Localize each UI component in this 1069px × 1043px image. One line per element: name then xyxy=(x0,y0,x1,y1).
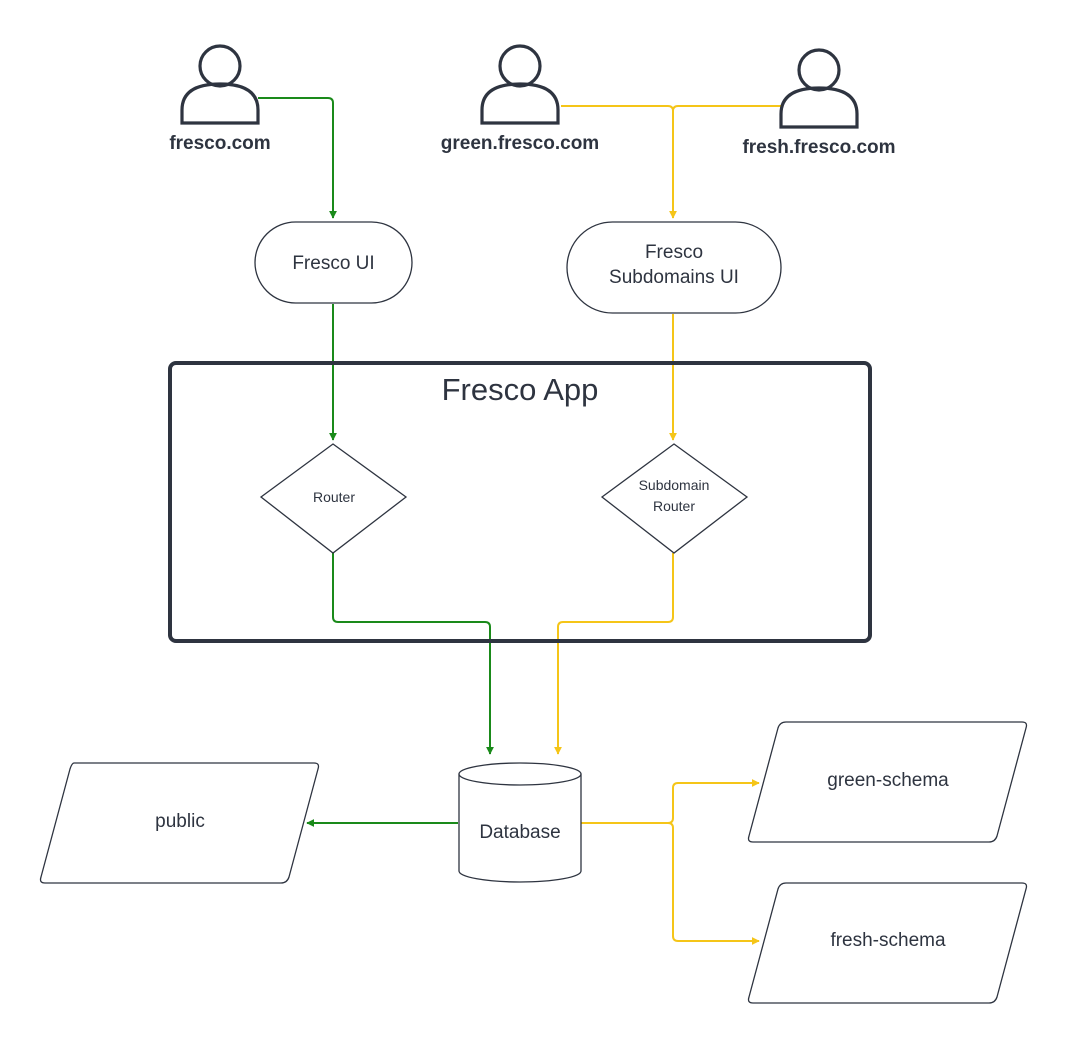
user-icon xyxy=(180,44,260,125)
fresh-schema-label: fresh-schema xyxy=(830,930,946,951)
subdomain-router-node: Subdomain Router xyxy=(600,443,749,554)
connector-database-to-fresh-schema xyxy=(667,822,760,945)
user-icon xyxy=(480,44,560,125)
database-node: Database xyxy=(458,762,582,883)
connector-green-user-branch xyxy=(561,105,674,112)
subdomain-router-label-line2: Router xyxy=(653,498,695,514)
user-icon xyxy=(779,48,859,129)
green-schema-label: green-schema xyxy=(827,770,949,791)
user-label-fresh: fresh.fresco.com xyxy=(742,137,895,158)
green-schema-node: green-schema xyxy=(747,721,1028,843)
subdomain-router-label-line1: Subdomain xyxy=(639,477,710,493)
connector-database-to-schemas xyxy=(581,779,760,824)
router-node: Router xyxy=(259,443,408,554)
subdomains-ui-label-line1: Fresco xyxy=(645,242,703,263)
user-label-fresco: fresco.com xyxy=(169,133,270,154)
connector-fresh-user-branch xyxy=(672,105,781,112)
fresh-schema-node: fresh-schema xyxy=(747,882,1028,1004)
subdomains-ui-label-line2: Subdomains UI xyxy=(609,267,739,288)
database-label: Database xyxy=(479,822,560,843)
yellow-connectors xyxy=(554,105,781,945)
fresco-ui-node: Fresco UI xyxy=(254,221,413,304)
subdomains-ui-node: Fresco Subdomains UI xyxy=(566,221,782,314)
public-schema-node: public xyxy=(39,762,320,884)
fresco-app-title: Fresco App xyxy=(442,372,599,407)
public-schema-label: public xyxy=(155,811,205,832)
fresco-ui-label: Fresco UI xyxy=(292,253,374,274)
router-label: Router xyxy=(313,489,355,505)
fresco-app-container: Fresco App xyxy=(168,361,872,643)
connector-subdomain-router-to-database xyxy=(554,553,674,755)
user-fresh: fresh.fresco.com xyxy=(742,48,896,158)
user-label-green: green.fresco.com xyxy=(441,133,599,154)
green-connectors xyxy=(258,97,494,827)
user-fresco: fresco.com xyxy=(169,44,271,154)
connector-router-to-database xyxy=(332,553,494,755)
connector-fresco-user-to-ui xyxy=(258,97,337,219)
user-green: green.fresco.com xyxy=(441,44,599,154)
